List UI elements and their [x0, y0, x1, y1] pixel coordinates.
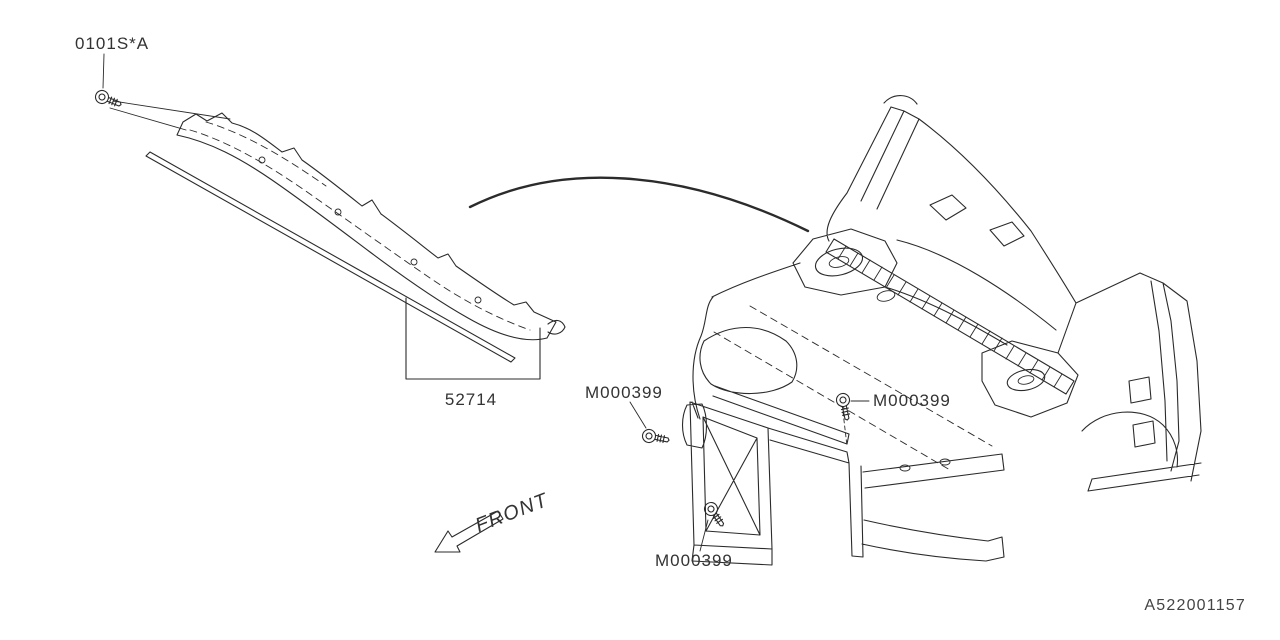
part-label-bolt-right: M000399 — [873, 391, 951, 410]
strut-tower-left-inner — [828, 256, 850, 268]
cowl-panel-drawing — [145, 112, 566, 363]
leader-bolt-bottom — [699, 519, 709, 552]
part-label-bolt-left: M000399 — [585, 383, 663, 402]
strut-tower-left-ellipse — [814, 247, 864, 277]
small-oval-port — [876, 290, 896, 302]
bolt-icon — [640, 427, 671, 448]
crossmember-slot-2 — [939, 458, 951, 466]
leader-bolt-left — [629, 401, 647, 429]
crossmember-slot-1 — [899, 464, 911, 472]
body-dashed-lines — [713, 305, 993, 471]
front-arrow-icon — [434, 510, 504, 553]
curved-pointer-line — [468, 176, 810, 233]
strut-tower-right-inner — [1017, 375, 1035, 385]
leader-fastener-top — [102, 53, 231, 131]
panel-lower-strip — [145, 151, 516, 363]
cowl-hatch-ticks — [837, 245, 1063, 388]
strut-tower-right-ellipse — [1006, 368, 1046, 392]
part-label-panel-number: 52714 — [445, 390, 497, 409]
part-label-bolt-bottom: M000399 — [655, 551, 733, 570]
front-direction: FRONT — [434, 489, 552, 553]
panel-outline — [176, 112, 566, 341]
leader-bolt-right-dashed — [842, 411, 848, 447]
body-structure-lines — [681, 95, 1202, 566]
panel-dashed-lines — [189, 121, 531, 331]
body-structure-drawing — [681, 95, 1202, 566]
panel-clip-holes — [258, 156, 482, 304]
bolt-icon — [92, 87, 124, 112]
front-label: FRONT — [472, 489, 551, 537]
bolt-icon — [834, 391, 855, 422]
leader-lines — [102, 53, 870, 552]
fasteners — [92, 87, 855, 531]
part-label-fastener-code: 0101S*A — [75, 34, 149, 53]
diagram-number: A522001157 — [1144, 597, 1246, 614]
part-labels: 0101S*A 52714 M000399 M000399 M000399 A5… — [75, 34, 1246, 614]
label-bracket-52714 — [405, 297, 541, 380]
